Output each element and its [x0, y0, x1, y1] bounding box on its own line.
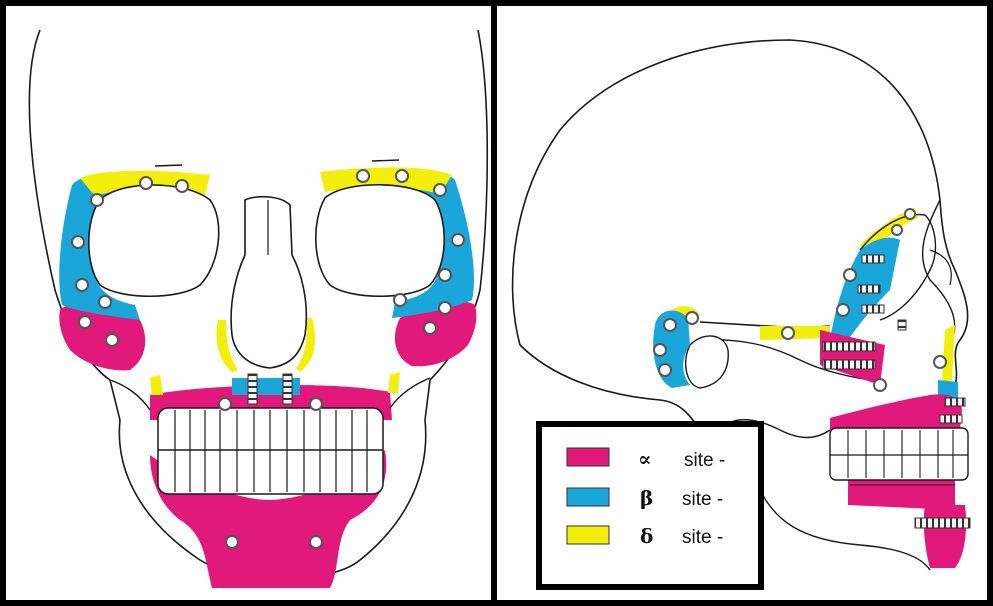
plate-screw-icon: [823, 342, 875, 351]
legend-swatch-beta: [567, 488, 609, 506]
plate-screw-icon: [945, 398, 965, 406]
legend-swatch-alpha: [567, 448, 609, 466]
screw-icon: [396, 170, 408, 182]
plate-screw-icon: [898, 320, 906, 330]
legend-symbol-delta: δ: [640, 524, 653, 548]
screw-icon: [79, 316, 91, 328]
legend-label-delta: site -: [682, 527, 723, 548]
screw-icon: [424, 322, 436, 334]
screw-icon: [434, 184, 446, 196]
screw-icon: [659, 364, 671, 376]
screw-icon: [394, 294, 406, 306]
screw-icon: [176, 180, 188, 192]
lateral-teeth: [830, 428, 968, 485]
screw-icon: [686, 312, 698, 324]
screw-icon: [140, 177, 152, 189]
frontal-right-orbit: [316, 185, 444, 297]
screw-icon: [106, 334, 118, 346]
screw-icon: [219, 398, 231, 410]
screw-icon: [76, 279, 88, 291]
alpha-zone-lateral-chin: [924, 505, 966, 568]
screw-icon: [99, 296, 111, 308]
legend-item-delta: δ site -: [567, 524, 723, 548]
plate-screw-icon: [940, 415, 962, 423]
screw-icon: [934, 356, 946, 368]
screw-icon: [782, 327, 794, 339]
legend: ∝ site - β site - δ site -: [539, 424, 761, 587]
screw-icon: [654, 344, 666, 356]
legend-item-beta: β site -: [567, 486, 723, 510]
legend-swatch-delta: [567, 526, 609, 544]
screw-icon: [664, 319, 676, 331]
plate-screw-icon: [862, 255, 884, 263]
right-brow-mark: [372, 160, 399, 161]
screw-icon: [357, 170, 369, 182]
screw-icon: [837, 304, 849, 316]
screw-icon: [91, 194, 103, 206]
screw-icon: [905, 209, 915, 219]
plate-screw-icon: [248, 374, 257, 404]
screw-icon: [439, 302, 451, 314]
screw-icon: [892, 225, 902, 235]
frontal-left-orbit: [89, 185, 219, 296]
screw-icon: [310, 536, 322, 548]
screw-icon: [439, 269, 451, 281]
legend-symbol-alpha: ∝: [638, 447, 651, 471]
plate-screw-icon: [283, 374, 292, 404]
legend-symbol-beta: β: [640, 486, 653, 510]
plate-screw-icon: [823, 360, 875, 369]
screw-icon: [452, 234, 464, 246]
screw-icon: [844, 269, 856, 281]
screw-icon: [310, 398, 322, 410]
legend-label-beta: site -: [682, 489, 723, 510]
plate-screw-icon: [858, 285, 880, 293]
screw-icon: [72, 236, 84, 248]
frontal-teeth: [158, 408, 383, 494]
plate-screw-icon: [862, 305, 884, 313]
screw-icon: [226, 536, 238, 548]
plate-screw-icon: [915, 518, 970, 528]
screw-icon: [874, 379, 886, 391]
left-brow-mark: [155, 165, 182, 166]
legend-label-alpha: site -: [684, 450, 725, 471]
